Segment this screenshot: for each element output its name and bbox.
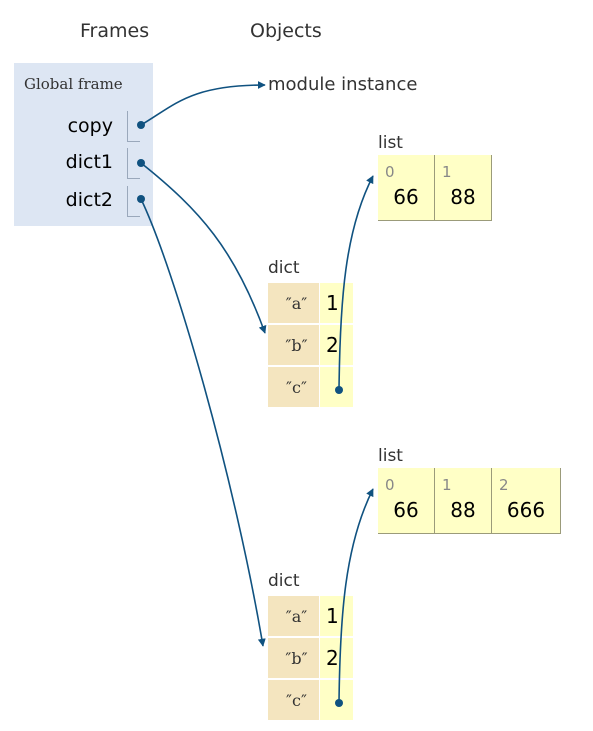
dict-row: ″a″ 1 (268, 283, 353, 325)
list2-object: 0 66 1 88 2 666 (378, 468, 561, 534)
arrow-dict1-to-dict (140, 162, 267, 334)
dict-value: 2 (320, 638, 353, 679)
module-instance-label: module instance (268, 74, 418, 95)
dict-value: 1 (320, 283, 353, 324)
arrow-dict2-c-to-list (338, 488, 374, 704)
dict-key: ″a″ (268, 283, 319, 324)
arrow-dict2-to-dict (140, 198, 266, 647)
arrow-copy-to-module (140, 81, 266, 126)
pointer-dot-dict2 (137, 195, 145, 203)
dict-key: ″b″ (268, 638, 319, 679)
pointer-dot-dict1-c (335, 386, 343, 394)
arrow-dict1-c-to-list (338, 175, 374, 391)
list-cell: 0 66 (378, 155, 435, 221)
var-slot-dict2 (127, 186, 140, 217)
dict-key: ″b″ (268, 325, 319, 366)
list-cell: 1 88 (435, 155, 492, 221)
list-value: 88 (450, 498, 476, 522)
dict2-object: ″a″ 1 ″b″ 2 ″c″ (268, 596, 353, 722)
dict2-type-label: dict (268, 571, 300, 591)
var-name-dict1: dict1 (65, 151, 113, 173)
dict-row: ″b″ 2 (268, 325, 353, 367)
dict-key: ″c″ (268, 367, 319, 408)
list-cell: 2 666 (492, 468, 561, 534)
list-cell: 0 66 (378, 468, 435, 534)
dict1-type-label: dict (268, 258, 300, 278)
dict-value: 1 (320, 596, 353, 637)
list-cell: 1 88 (435, 468, 492, 534)
var-slot-copy (127, 111, 140, 142)
list-index: 1 (442, 163, 452, 181)
pointer-dot-dict2-c (335, 699, 343, 707)
dict-row: ″c″ (268, 680, 353, 722)
var-name-copy: copy (67, 115, 113, 137)
dict-key: ″c″ (268, 680, 319, 721)
var-name-dict2: dict2 (65, 189, 113, 211)
pointer-dot-dict1 (137, 159, 145, 167)
pointer-dot-copy (137, 121, 145, 129)
objects-header: Objects (250, 20, 322, 42)
list-value: 88 (450, 185, 476, 209)
list1-object: 0 66 1 88 (378, 155, 492, 221)
dict-key: ″a″ (268, 596, 319, 637)
list-index: 2 (499, 476, 509, 494)
list-value: 66 (393, 185, 419, 209)
list-value: 66 (393, 498, 419, 522)
dict1-object: ″a″ 1 ″b″ 2 ″c″ (268, 283, 353, 409)
list2-type-label: list (378, 446, 403, 466)
list1-type-label: list (378, 133, 403, 153)
dict-row: ″a″ 1 (268, 596, 353, 638)
dict-value: 2 (320, 325, 353, 366)
frames-header: Frames (80, 20, 150, 42)
list-index: 0 (385, 163, 395, 181)
global-frame: Global frame copy dict1 dict2 (14, 63, 153, 226)
list-index: 0 (385, 476, 395, 494)
var-slot-dict1 (127, 148, 140, 179)
frame-title: Global frame (24, 75, 123, 93)
list-index: 1 (442, 476, 452, 494)
list-value: 666 (506, 498, 546, 522)
dict-row: ″b″ 2 (268, 638, 353, 680)
